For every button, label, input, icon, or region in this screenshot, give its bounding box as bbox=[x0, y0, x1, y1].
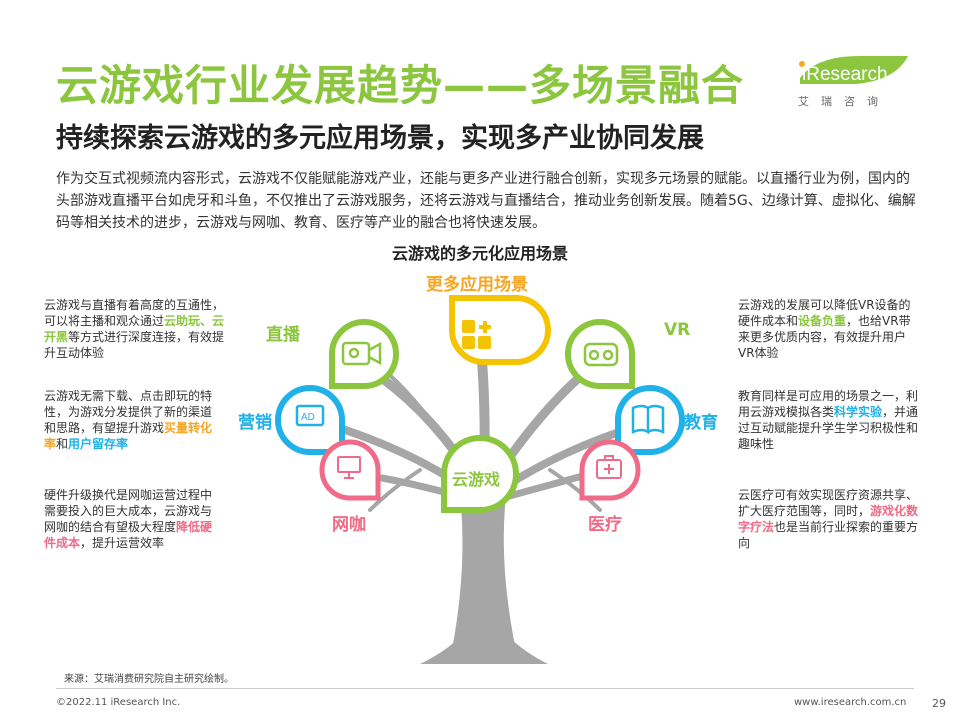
iresearch-logo: iResearch bbox=[799, 56, 908, 85]
video-camera-icon bbox=[341, 341, 382, 366]
desc-education: 教育同样是可应用的场景之一，利用云游戏模拟各类科学实验，并通过互动赋能提升学生学… bbox=[738, 389, 919, 451]
intro-paragraph: 作为交互式视频流内容形式，云游戏不仅能赋能游戏产业，还能与更多产业进行融合创新，… bbox=[56, 171, 916, 231]
diagram-title: 云游戏的多元化应用场景 bbox=[391, 244, 568, 263]
source-note: 来源：艾瑞消费研究院自主研究绘制。 bbox=[64, 674, 234, 685]
footer-divider bbox=[56, 688, 914, 689]
svg-text:AD: AD bbox=[301, 412, 315, 423]
node-netcafe bbox=[319, 439, 381, 501]
logo-subtitle: 艾瑞咨询 bbox=[798, 95, 890, 108]
node-live bbox=[329, 318, 399, 389]
desc-marketing: 云游戏无需下载、点击即玩的特性，为游戏分发提供了新的渠道和思路，有望提升游戏买量… bbox=[44, 389, 213, 451]
label-more-scenarios: 更多应用场景 bbox=[426, 275, 528, 295]
tree-roots bbox=[420, 600, 548, 664]
label-education: 教育 bbox=[684, 413, 718, 433]
computer-icon bbox=[337, 456, 361, 479]
desc-medical: 云医疗可有效实现医疗资源共享、扩大医疗范围等，同时，游戏化数字疗法也是当前行业探… bbox=[738, 488, 919, 550]
footer-url[interactable]: www.iresearch.com.cn bbox=[794, 697, 907, 708]
desc-vr: 云游戏的发展可以降低VR设备的硬件成本和设备负重，也给VR带来更多优质内容，有效… bbox=[738, 298, 911, 360]
label-center: 云游戏 bbox=[452, 470, 501, 489]
desc-netcafe: 硬件升级换代是网咖运营过程中需要投入的巨大成本，云游戏与网咖的结合有望极大程度降… bbox=[44, 488, 213, 550]
label-netcafe: 网咖 bbox=[332, 515, 366, 535]
book-icon bbox=[631, 404, 665, 435]
grid-plus-icon bbox=[462, 320, 491, 349]
node-more-scenarios bbox=[449, 295, 551, 365]
ad-screen-icon: AD bbox=[295, 404, 325, 427]
branch-twig-right2 bbox=[548, 468, 602, 512]
label-medical: 医疗 bbox=[588, 515, 622, 535]
node-vr bbox=[565, 318, 635, 389]
desc-live: 云游戏与直播有着高度的互通性，可以将主播和观众通过云助玩、云开黑等方式进行深度连… bbox=[44, 298, 225, 360]
tree-trunk bbox=[450, 480, 518, 660]
node-education bbox=[615, 384, 685, 455]
branch-twig-left2 bbox=[368, 468, 422, 512]
vr-headset-icon bbox=[583, 342, 619, 367]
node-medical bbox=[579, 439, 641, 501]
medical-kit-icon bbox=[596, 455, 622, 479]
footer-copyright: ©2022.11 iResearch Inc. bbox=[56, 697, 181, 708]
page-title: 云游戏行业发展趋势——多场景融合 bbox=[56, 61, 745, 110]
svg-text:iResearch: iResearch bbox=[802, 64, 888, 85]
label-live: 直播 bbox=[266, 325, 300, 345]
label-marketing: 营销 bbox=[238, 413, 272, 433]
node-center bbox=[441, 434, 520, 513]
page-subtitle: 持续探索云游戏的多元应用场景，实现多产业协同发展 bbox=[56, 123, 704, 154]
node-marketing: AD bbox=[275, 384, 345, 455]
label-vr: VR bbox=[664, 320, 691, 340]
page-number: 29 bbox=[932, 697, 946, 710]
